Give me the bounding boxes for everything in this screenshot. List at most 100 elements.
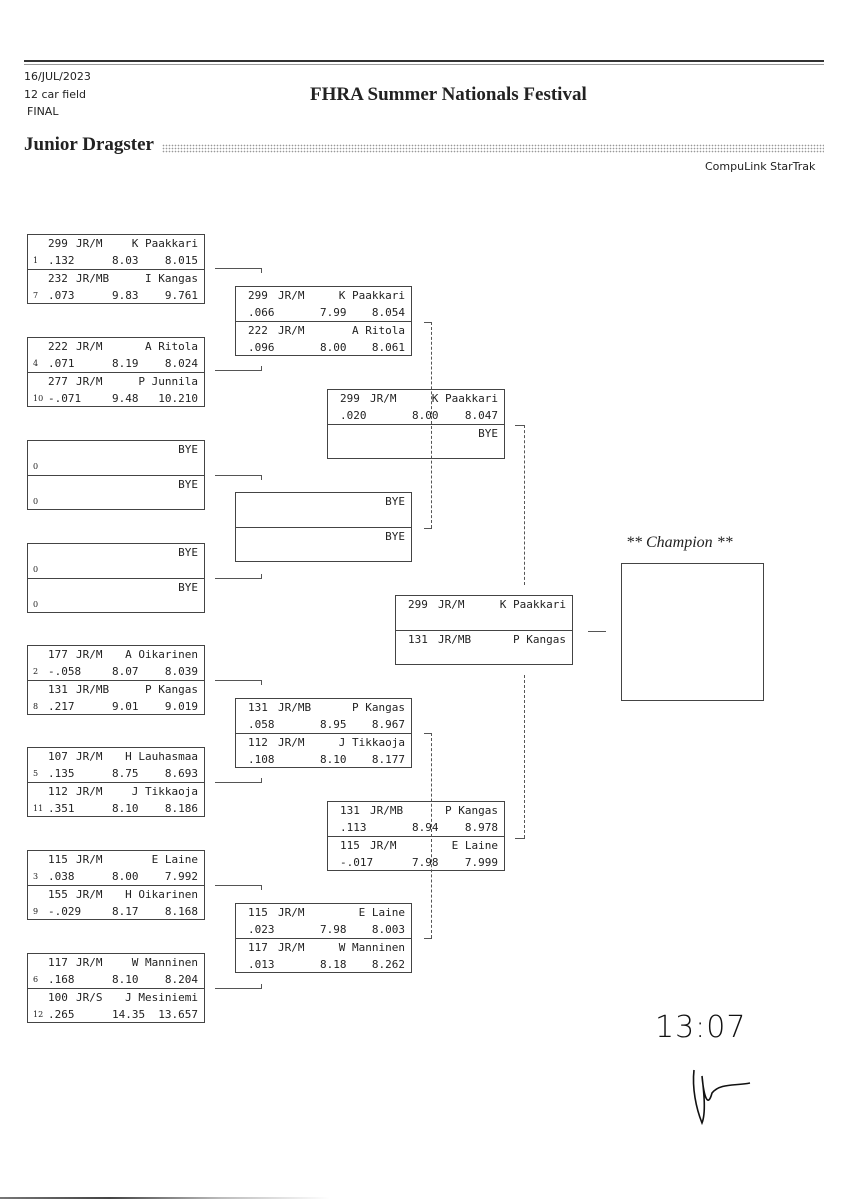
seed-number: 7 (33, 291, 39, 300)
event-title: FHRA Summer Nationals Festival (310, 84, 587, 105)
dial-or-speed: 8.693 (164, 767, 198, 780)
title-dotted-bar (162, 144, 824, 153)
racer-name: BYE (178, 581, 198, 594)
seed-number: 11 (33, 804, 44, 813)
car-class: JR/M (76, 853, 103, 866)
connector-line (515, 838, 525, 840)
car-number: 232 (48, 272, 68, 285)
racer-slot: BYE (236, 527, 411, 561)
reaction-time: -.017 (340, 856, 374, 869)
car-number: 115 (48, 853, 68, 866)
seed-number: 1 (33, 256, 39, 265)
event-date: 16/JUL/2023 (24, 70, 91, 83)
elapsed-time: 9.48 (112, 392, 139, 405)
reaction-time: -.029 (48, 905, 82, 918)
status-label: FINAL (27, 105, 59, 118)
car-number: 299 (248, 289, 268, 302)
car-number: 112 (48, 785, 68, 798)
racer-name: K Paakkari (499, 598, 566, 611)
racer-name: BYE (178, 443, 198, 456)
connector-dashed-line (524, 675, 525, 838)
connector-line (424, 733, 432, 735)
elapsed-time: 8.17 (112, 905, 139, 918)
elapsed-time: 8.94 (412, 821, 439, 834)
racer-slot: BYE 0 (28, 441, 204, 475)
dial-or-speed: 8.168 (164, 905, 198, 918)
reaction-time: .071 (48, 357, 75, 370)
racer-times-line (396, 648, 572, 665)
racer-slot: BYE 0 (28, 475, 204, 509)
reaction-time: -.071 (48, 392, 82, 405)
connector-line (588, 631, 606, 633)
car-number: 112 (248, 736, 268, 749)
reaction-time: .073 (48, 289, 75, 302)
car-class: JR/M (278, 736, 305, 749)
racer-name: W Manninen (338, 941, 405, 954)
racer-name: H Lauhasmaa (125, 750, 198, 763)
elapsed-time: 7.99 (320, 306, 347, 319)
car-class: JR/MB (76, 683, 110, 696)
racer-name: E Laine (451, 839, 498, 852)
racer-name: E Laine (151, 853, 198, 866)
racer-info-line: BYE (28, 476, 204, 493)
elapsed-time: 8.75 (112, 767, 139, 780)
dial-or-speed: 8.967 (371, 718, 405, 731)
dial-or-speed: 7.999 (464, 856, 498, 869)
header-rule (24, 60, 824, 62)
dial-or-speed: 8.003 (371, 923, 405, 936)
field-size: 12 car field (24, 88, 87, 101)
elapsed-time: 8.19 (112, 357, 139, 370)
car-class: JR/MB (278, 701, 312, 714)
connector-line (215, 366, 262, 371)
connector-dashed-line (431, 733, 432, 938)
car-number: 299 (340, 392, 360, 405)
racer-info-line: BYE (236, 493, 411, 510)
racer-times-line (396, 613, 572, 630)
car-class: JR/M (76, 648, 103, 661)
car-class: JR/M (76, 340, 103, 353)
elapsed-time: 8.10 (320, 753, 347, 766)
racer-name: BYE (178, 478, 198, 491)
racer-slot: BYE (236, 493, 411, 527)
dial-or-speed: 8.039 (164, 665, 198, 678)
car-class: JR/M (278, 941, 305, 954)
car-class: JR/M (76, 888, 103, 901)
elapsed-time: 9.83 (112, 289, 139, 302)
reaction-time: .058 (248, 718, 275, 731)
racer-name: P Kangas (352, 701, 405, 714)
racer-times-line: 0 (28, 458, 204, 475)
reaction-time: .135 (48, 767, 75, 780)
racer-info-line: BYE (236, 528, 411, 545)
car-number: 131 (340, 804, 360, 817)
car-number: 117 (248, 941, 268, 954)
car-number: 155 (48, 888, 68, 901)
racer-times-line: 0 (28, 493, 204, 510)
dial-or-speed: 10.210 (158, 392, 198, 405)
racer-name: J Tikkaoja (131, 785, 198, 798)
reaction-time: .096 (248, 341, 275, 354)
